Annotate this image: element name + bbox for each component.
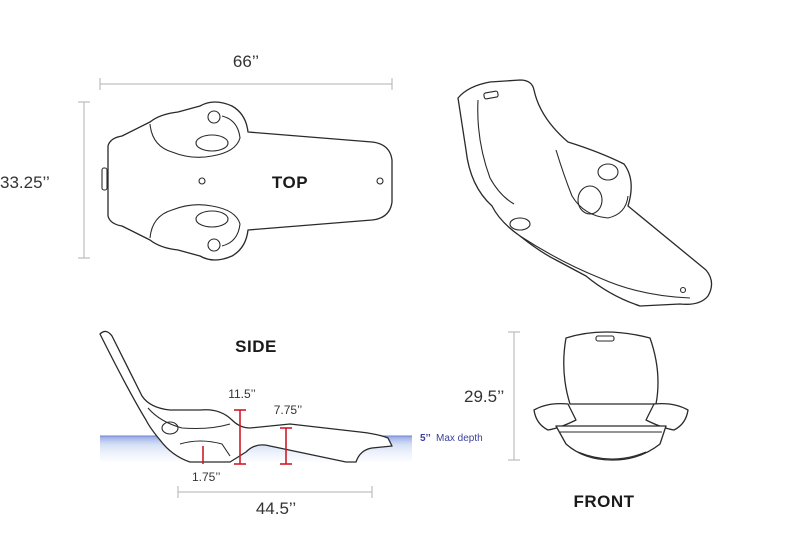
top-view: 66’’ 33.25’’ TOP [0, 52, 393, 261]
top-view-outline [107, 101, 393, 261]
perspective-outline [457, 79, 713, 307]
front-view-label: FRONT [573, 492, 634, 511]
back-height-label: 29.5’’ [464, 387, 504, 406]
side-view: SIDE 11.5’’ 7.75’’ 1.75’’ 5’’ Max depth … [99, 330, 483, 518]
perspective-armrest [555, 149, 629, 219]
height-label-7-75: 7.75’’ [274, 403, 302, 417]
water-depth-label: Max depth [436, 433, 483, 444]
side-length-label: 44.5’’ [256, 499, 296, 518]
front-view-seat [555, 425, 667, 461]
top-armrest-upper [149, 115, 241, 158]
height-label-1-75: 1.75’’ [192, 470, 220, 484]
side-armrest [147, 407, 231, 430]
perspective-lower-cupholder [509, 217, 531, 231]
side-handle [161, 421, 179, 435]
length-label: 66’’ [233, 52, 259, 71]
perspective-handle [577, 185, 603, 215]
water-depth-value: 5’’ [420, 433, 431, 444]
top-cupholder-upper [195, 134, 229, 152]
front-view-backrest [563, 331, 659, 405]
top-handle-lower [207, 238, 221, 252]
front-view: 29.5’’ FRONT [464, 331, 689, 511]
perspective-drain-icon [679, 286, 687, 294]
height-label-11-5: 11.5’’ [228, 387, 256, 401]
perspective-foot-curve [519, 235, 691, 299]
perspective-view [457, 79, 713, 307]
side-base [179, 440, 231, 457]
width-label: 33.25’’ [0, 173, 50, 192]
top-foot-drain-icon [376, 177, 384, 185]
top-cupholder-lower [195, 210, 229, 228]
top-handle-upper [207, 110, 221, 124]
side-view-outline [99, 330, 393, 463]
top-view-label: TOP [272, 173, 308, 192]
front-head-slot [595, 335, 615, 342]
top-drain-icon [198, 177, 206, 185]
perspective-head-slot [483, 90, 499, 100]
top-head-slot [101, 167, 108, 191]
perspective-inner-edge [477, 99, 515, 205]
side-view-label: SIDE [235, 337, 277, 356]
perspective-cupholder [597, 163, 619, 181]
top-armrest-lower [149, 204, 241, 247]
front-view-base [577, 451, 647, 460]
